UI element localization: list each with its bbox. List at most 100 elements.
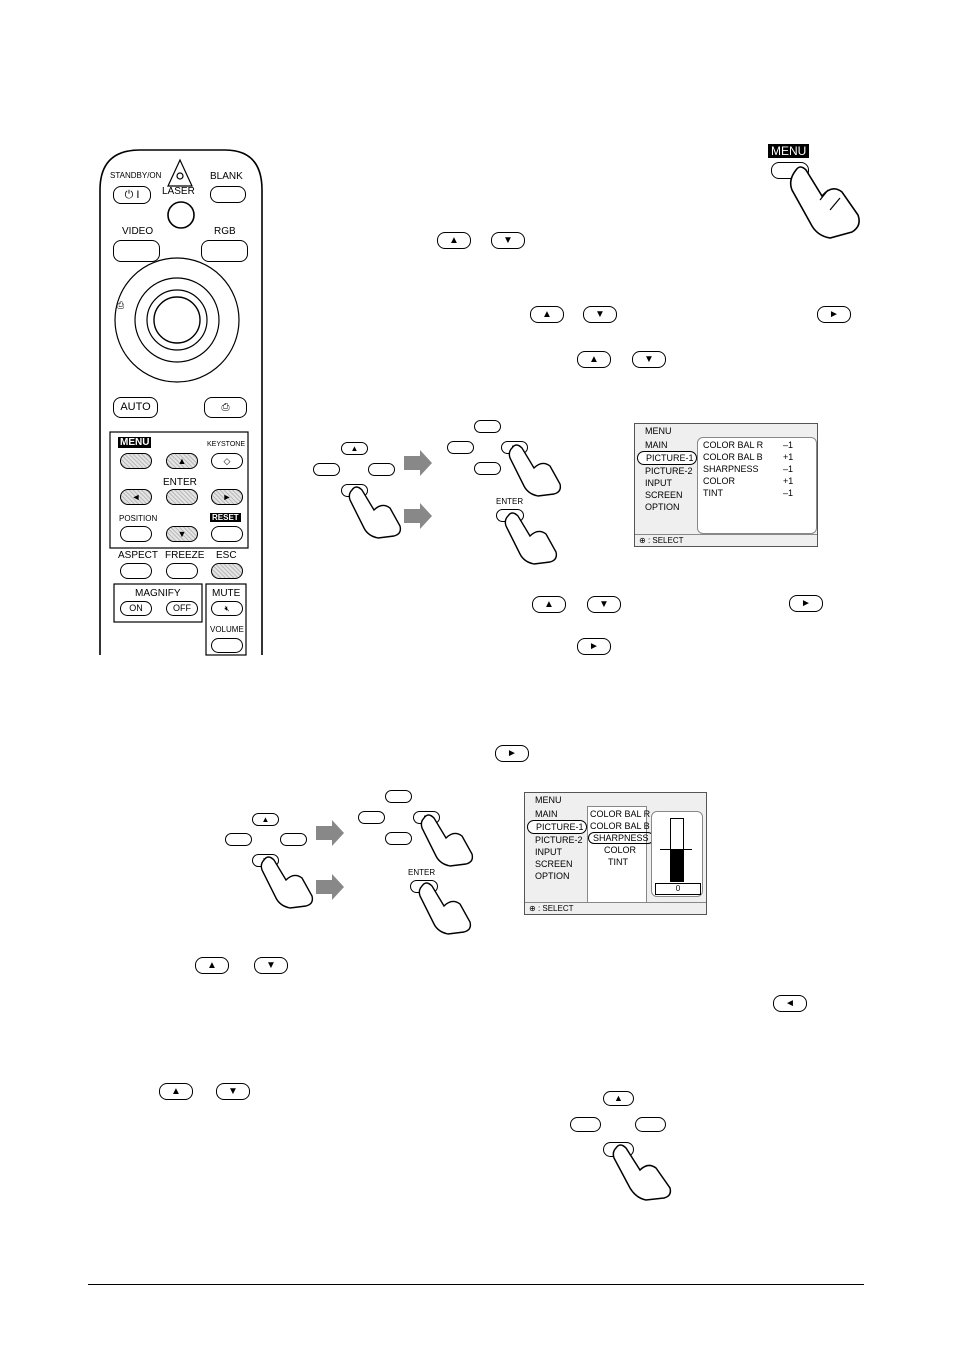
esc-label: ESC — [216, 550, 237, 561]
osd1-item-input[interactable]: INPUT — [645, 478, 672, 488]
up-button[interactable]: ▲ — [166, 453, 198, 469]
osd1-footer: ⊕ : SELECT — [635, 534, 817, 546]
osd2-option-selected[interactable]: SHARPNESS — [588, 832, 654, 844]
menu-label: MENU — [118, 437, 152, 448]
osd1-title: MENU — [645, 426, 672, 436]
rgb-button[interactable] — [201, 240, 248, 262]
keystone-button[interactable]: ◇ — [211, 453, 243, 469]
menu-callout-button[interactable] — [771, 162, 809, 179]
inline-down-key-5: ▼ — [254, 957, 288, 974]
d2-right-key — [280, 833, 307, 846]
osd2-gauge-value: 0 — [655, 883, 701, 895]
osd2-item-input[interactable]: INPUT — [535, 847, 562, 857]
osd2-item-picture1[interactable]: PICTURE-1 — [527, 820, 587, 834]
d1-down-key: ▼ — [341, 484, 368, 497]
mouse-right-button[interactable]: ⎙ — [204, 397, 247, 418]
d2-enter-key — [410, 880, 438, 893]
down-button[interactable]: ▼ — [166, 526, 198, 542]
inline-up-key-6: ▲ — [159, 1083, 193, 1100]
left-button[interactable]: ◄ — [120, 489, 152, 505]
enter-button[interactable] — [166, 489, 198, 505]
d1b-right-key: ► — [501, 441, 528, 454]
magnify-label: MAGNIFY — [135, 588, 181, 599]
reset-button[interactable] — [211, 526, 243, 542]
menu-callout-label: MENU — [768, 144, 810, 158]
inline-down-key-1: ▼ — [491, 232, 525, 249]
inline-right-key-1: ► — [817, 306, 851, 323]
osd2-title: MENU — [535, 795, 562, 805]
osd2-gauge-fill — [671, 850, 683, 881]
auto-button[interactable]: AUTO — [113, 397, 158, 418]
esc-button[interactable] — [211, 563, 243, 579]
keystone-label: KEYSTONE — [207, 441, 245, 448]
osd2-option[interactable]: COLOR BAL R — [590, 809, 651, 819]
freeze-label: FREEZE — [165, 550, 205, 561]
d1-left-key — [313, 463, 340, 476]
osd1-item-main[interactable]: MAIN — [645, 440, 668, 450]
standby-button[interactable]: ⏻ I — [113, 186, 151, 204]
osd1-row-value: –1 — [783, 464, 794, 474]
inline-right-key-2: ► — [789, 595, 823, 612]
osd-menu-1: MENU MAIN PICTURE-1 PICTURE-2 INPUT SCRE… — [634, 423, 818, 547]
osd2-option[interactable]: TINT — [608, 857, 628, 867]
laser-label: LASER — [162, 186, 195, 197]
d2b-up-key — [385, 790, 412, 803]
osd1-row-value: –1 — [783, 440, 794, 450]
osd1-row-name: COLOR BAL R — [703, 440, 764, 450]
osd2-item-main[interactable]: MAIN — [535, 809, 558, 819]
inline-down-key-4: ▼ — [587, 596, 621, 613]
osd1-sidebar: MAIN PICTURE-1 PICTURE-2 INPUT SCREEN OP… — [635, 439, 697, 513]
right-button[interactable]: ► — [211, 489, 243, 505]
joystick-icon: ⊕ — [529, 904, 536, 913]
osd2-option[interactable]: COLOR BAL B — [590, 821, 650, 831]
osd2-item-screen[interactable]: SCREEN — [535, 859, 573, 869]
d3-right-key — [635, 1117, 666, 1132]
position-button[interactable] — [120, 526, 152, 542]
osd2-option[interactable]: COLOR — [604, 845, 637, 855]
inline-right-key-3: ► — [577, 638, 611, 655]
d3-up-key: ▲ — [603, 1091, 634, 1106]
d1-right-key — [368, 463, 395, 476]
footer-rule — [88, 1284, 864, 1285]
osd2-item-option[interactable]: OPTION — [535, 871, 570, 881]
volume-button[interactable] — [211, 638, 243, 653]
d3-down-key: ▼ — [603, 1142, 634, 1157]
inline-down-key-6: ▼ — [216, 1083, 250, 1100]
inline-down-key-3: ▼ — [632, 351, 666, 368]
d2-enter-label: ENTER — [408, 868, 436, 877]
osd2-gauge-track[interactable] — [670, 818, 684, 882]
d1-enter-label: ENTER — [496, 497, 524, 506]
aspect-label: ASPECT — [118, 550, 159, 561]
aspect-button[interactable] — [120, 563, 152, 579]
inline-left-key-1: ◄ — [773, 995, 807, 1012]
position-label: POSITION — [119, 514, 158, 523]
blank-label: BLANK — [210, 171, 243, 182]
osd1-item-screen[interactable]: SCREEN — [645, 490, 683, 500]
reset-label: RESET — [210, 513, 241, 522]
osd2-options-panel: COLOR BAL R COLOR BAL B SHARPNESS COLOR … — [587, 806, 654, 903]
mute-button[interactable]: 🔇︎ — [211, 601, 243, 616]
video-button[interactable] — [113, 240, 160, 262]
osd2-item-picture2[interactable]: PICTURE-2 — [535, 835, 583, 845]
volume-label: VOLUME — [210, 625, 244, 634]
mouse-left-icon: ⎙ — [117, 300, 125, 310]
menu-button[interactable] — [120, 453, 152, 469]
osd1-item-picture1[interactable]: PICTURE-1 — [637, 451, 697, 465]
inline-up-key-2: ▲ — [530, 306, 564, 323]
osd-menu-2: MENU MAIN PICTURE-1 PICTURE-2 INPUT SCRE… — [524, 792, 707, 915]
freeze-button[interactable] — [166, 563, 198, 579]
osd2-footer: ⊕ : SELECT — [525, 902, 706, 914]
osd1-row-value: +1 — [783, 476, 794, 486]
inline-right-key-4: ► — [495, 745, 529, 762]
d3-left-key — [570, 1117, 601, 1132]
d1b-down-key — [474, 462, 501, 475]
osd1-item-option[interactable]: OPTION — [645, 502, 680, 512]
blank-button[interactable] — [210, 186, 246, 203]
magnify-on-button[interactable]: ON — [120, 601, 152, 616]
osd1-item-picture2[interactable]: PICTURE-2 — [645, 466, 693, 476]
inline-up-key-3: ▲ — [577, 351, 611, 368]
d2b-down-key — [385, 832, 412, 845]
magnify-off-button[interactable]: OFF — [166, 601, 198, 616]
osd2-gauge-center-line — [660, 849, 692, 850]
d2-left-key — [225, 833, 252, 846]
